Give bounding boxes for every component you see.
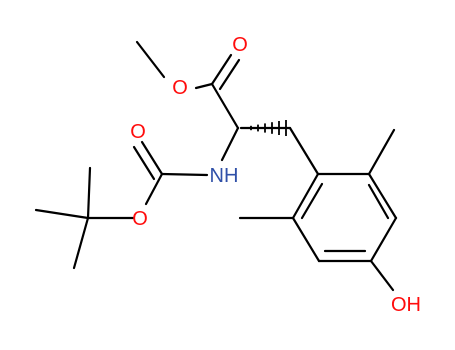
bond-tbu-me-left: [34, 208, 90, 220]
ring-bond-6-inner: [300, 182, 324, 220]
bond-ester-co-double-a: [210, 53, 233, 86]
bond-carbamate-co-double-b: [132, 145, 156, 181]
amine-nh-label: NH: [210, 165, 239, 187]
bond-carbamate-c-o: [144, 172, 164, 206]
hydroxyl-label: OH: [391, 294, 421, 316]
bond-carbonyl-alpha: [210, 82, 240, 130]
hashed-wedge-bond: [243, 120, 287, 136]
bond-ch2-ring: [288, 126, 320, 176]
bond-n-carbamate-carbon: [160, 172, 209, 177]
bond-ring-oh: [369, 259, 395, 292]
ester-carbonyl-oxygen-label: O: [232, 34, 248, 56]
bond-methyl-o: [135, 40, 166, 79]
bond-tbu-me-up: [86, 166, 92, 220]
ring-bond-5: [291, 216, 321, 263]
ring-bond-6: [291, 172, 320, 220]
bond-carbamate-co-double-a: [140, 140, 164, 176]
ring-bond-2-inner: [367, 183, 390, 220]
ring-bond-2: [367, 172, 398, 220]
bond-o-carbonyl-carbon: [194, 82, 214, 90]
bond-tbu-me-down: [72, 216, 90, 270]
ring-bond-3: [369, 216, 398, 263]
carbamate-ether-oxygen-label: O: [132, 208, 148, 230]
bond-ring-methyl-top: [367, 128, 396, 176]
bond-ester-co-double-b: [218, 58, 241, 91]
carbamate-carbonyl-oxygen-label: O: [130, 121, 146, 143]
ester-methoxy-oxygen-label: O: [172, 77, 188, 99]
bond-alpha-n: [220, 126, 240, 162]
